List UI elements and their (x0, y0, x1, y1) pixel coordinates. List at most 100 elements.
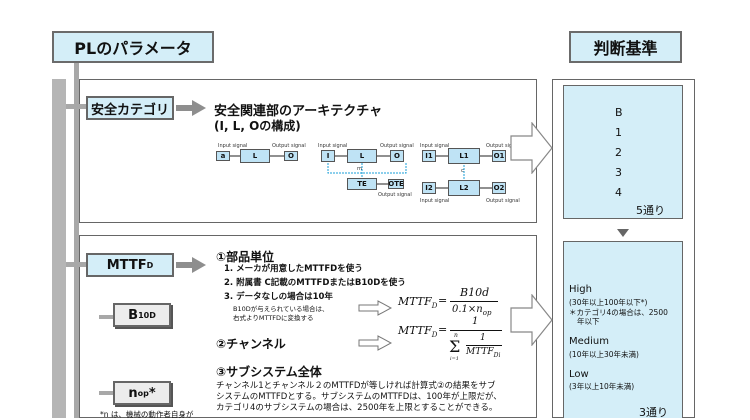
tag-connector (66, 104, 86, 109)
category-criteria-box (563, 85, 683, 219)
formula2-lhs: MTTFD (398, 324, 437, 339)
left-connector-line (74, 63, 79, 418)
arrow-right-icon (176, 100, 206, 116)
output-signal-label: Output signal (272, 143, 306, 149)
formula1-lhs: MTTFD (398, 295, 437, 310)
mttfd-tag-label: MTTF (106, 257, 147, 273)
monitoring-label: m (357, 166, 362, 172)
block-o: O (284, 151, 298, 161)
formula2-fraction-line (450, 330, 502, 331)
input-signal-label: Input signal (318, 143, 348, 149)
diagram1-lines (230, 155, 284, 157)
block-l: L (240, 149, 270, 163)
nop-tag-label: n (128, 385, 138, 401)
formula1-lhs-main: MTTF (398, 295, 432, 308)
formula2-inner-den-sub: Di (493, 351, 501, 359)
cross-monitoring-label: c (461, 168, 464, 174)
block-te: TE (347, 178, 377, 190)
section3-text2: システムのMTTFDとする。サブシステムのMTTFDは、100年が上限だが、 (216, 392, 502, 402)
b10d-tag-sub: 10D (138, 310, 156, 320)
category-criteria-list: B 1 2 3 4 (615, 103, 623, 203)
section1-small2: 右式よりMTTFDに変換する (233, 314, 314, 322)
block-l2: L2 (448, 180, 480, 196)
category-item-4: 4 (615, 186, 622, 199)
level-high: High (569, 284, 592, 295)
section3-text3: カテゴリ4のサブシステムの場合は、2500年を上限とすることができる。 (216, 403, 498, 413)
tag-connector (99, 391, 113, 395)
b10d-tag-label: B (128, 307, 139, 323)
block-i: I (321, 150, 335, 162)
nop-note: *n は、機械の動作者自身が (100, 410, 194, 419)
level-high-note3: 年以下 (577, 317, 600, 326)
section1-small1: B10Dが与えられている場合は、 (233, 305, 329, 313)
mttfd-total: 3通り (639, 406, 668, 419)
section1-title: ①部品単位 (216, 250, 275, 264)
level-low: Low (569, 369, 589, 380)
architecture-subtitle: (I, L, Oの構成) (214, 119, 301, 133)
big-arrow-icon (510, 122, 553, 174)
section2-title: ②チャンネル (216, 337, 286, 351)
output-signal-label: Output signal (378, 192, 412, 198)
block-ote: OTE (388, 179, 404, 189)
level-medium-note: (10年以上30年未満) (569, 350, 639, 359)
block-o1: O1 (492, 150, 506, 162)
output-signal-label: Output signal (486, 143, 520, 149)
mttfd-criteria-box (563, 241, 683, 418)
formula2-inner-num: 1 (480, 333, 486, 343)
small-arrow-icon (358, 335, 392, 351)
left-rail (52, 79, 66, 418)
small-arrow-icon (358, 300, 392, 316)
formula2-sum: Σ (449, 337, 461, 356)
formula2-sum-bottom: i=1 (450, 356, 459, 362)
triangle-down-icon (617, 229, 629, 237)
section1-line2: 2. 附属書 C記載のMTTFDまたはB10Dを使う (224, 278, 406, 288)
formula2-inner-line (466, 345, 502, 346)
formula2-eq: = (438, 323, 448, 336)
section3-title: ③サブシステム全体 (216, 365, 322, 379)
block-a: a (216, 151, 230, 161)
section1-line3: 3. データなしの場合は10年 (224, 292, 333, 302)
formula1-numerator: B10d (460, 286, 490, 299)
architecture-title: 安全関連部のアーキテクチャ (214, 104, 383, 119)
block-o2: O2 (492, 182, 506, 194)
input-signal-label: Input signal (420, 143, 450, 149)
category-item-b: B (615, 106, 623, 119)
formula1-lhs-sub: D (431, 302, 438, 311)
formula2-inner-den-main: MTTF (466, 347, 494, 357)
input-signal-label: Input signal (420, 198, 450, 204)
tag-connector (66, 262, 86, 267)
output-signal-label: Output signal (380, 143, 414, 149)
input-signal-label: Input signal (218, 143, 248, 149)
section1-line1: 1. メーカが用意したMTTFDを使う (224, 264, 363, 274)
formula2-lhs-main: MTTF (398, 324, 432, 337)
category-item-2: 2 (615, 146, 622, 159)
nop-tag-sub: op (137, 388, 149, 398)
big-arrow-icon (510, 294, 553, 346)
right-header: 判断基準 (569, 31, 682, 63)
block-o: O (390, 150, 404, 162)
formula2-inner-den: MTTFDi (466, 347, 500, 359)
diagram3-lines (436, 155, 492, 189)
formula1-fraction-line (450, 301, 498, 302)
block-l: L (347, 149, 377, 163)
category-item-3: 3 (615, 166, 622, 179)
level-high-note: (30年以上100年以下*) (569, 298, 648, 307)
block-i1: I1 (422, 150, 436, 162)
formula2-lhs-sub: D (431, 331, 438, 340)
block-i2: I2 (422, 182, 436, 194)
formula2-sum-top: n (454, 332, 458, 339)
formula1-den-main: 0.1×n (452, 304, 483, 315)
level-high-note2: ＊カテゴリ4の場合は、2500 (569, 308, 668, 317)
diagram2-lines (327, 155, 407, 185)
block-l1: L1 (448, 148, 480, 164)
formula1-eq: = (438, 294, 448, 307)
formula2-numerator: 1 (472, 316, 479, 327)
left-header: PLのパラメータ (52, 31, 214, 63)
nop-tag-star: * (148, 385, 156, 401)
mttfd-tag-sub: D (146, 260, 154, 270)
category-total: 5通り (636, 204, 665, 217)
safety-category-tag: 安全カテゴリ (86, 96, 174, 120)
